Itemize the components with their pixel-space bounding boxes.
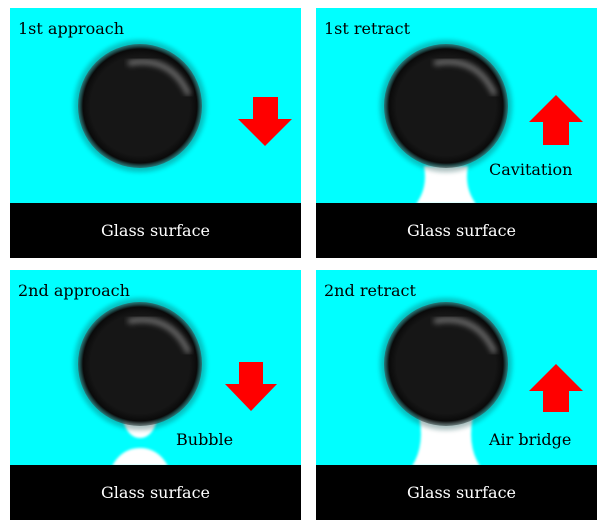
panel-2nd-retract: 2nd retract Air bridge Glass surface — [316, 270, 597, 520]
bubble-label: Bubble — [176, 430, 234, 449]
sphere — [384, 44, 508, 168]
arrow-up-icon — [529, 95, 583, 145]
glass-surface-label: Glass surface — [407, 221, 516, 240]
glass-surface-label: Glass surface — [101, 483, 210, 502]
sphere-highlight — [433, 317, 497, 354]
arrow-down-icon — [225, 362, 277, 411]
scene — [74, 298, 277, 466]
surface-bubble — [112, 448, 168, 466]
sphere-highlight — [433, 59, 497, 96]
panel-2nd-approach: 2nd approach Bubble Glass surface — [10, 270, 301, 520]
sphere-highlight — [127, 59, 191, 96]
panel-title: 2nd approach — [18, 281, 130, 300]
panel-title: 1st approach — [18, 19, 125, 38]
glass-surface: Glass surface — [316, 465, 597, 520]
arrow-up-icon — [529, 364, 583, 412]
glass-surface-label: Glass surface — [407, 483, 516, 502]
sphere-highlight — [127, 317, 191, 354]
panel-1st-approach: 1st approach Glass surface — [10, 8, 301, 258]
cavitation-label: Cavitation — [489, 160, 573, 179]
glass-surface: Glass surface — [10, 203, 301, 258]
sphere — [78, 44, 202, 168]
cavitation-air-column — [416, 166, 476, 204]
sphere — [384, 302, 508, 426]
glass-surface: Glass surface — [316, 203, 597, 258]
arrow-down-icon — [238, 97, 292, 146]
panel-title: 1st retract — [324, 19, 411, 38]
air-bridge-label: Air bridge — [489, 430, 572, 449]
sphere — [78, 302, 202, 426]
panel-title: 2nd retract — [324, 281, 416, 300]
glass-surface: Glass surface — [10, 465, 301, 520]
scene — [380, 40, 583, 204]
scene — [74, 40, 292, 172]
panel-1st-retract: 1st retract Cavitation Glass surface — [316, 8, 597, 258]
glass-surface-label: Glass surface — [101, 221, 210, 240]
scene — [380, 298, 583, 466]
